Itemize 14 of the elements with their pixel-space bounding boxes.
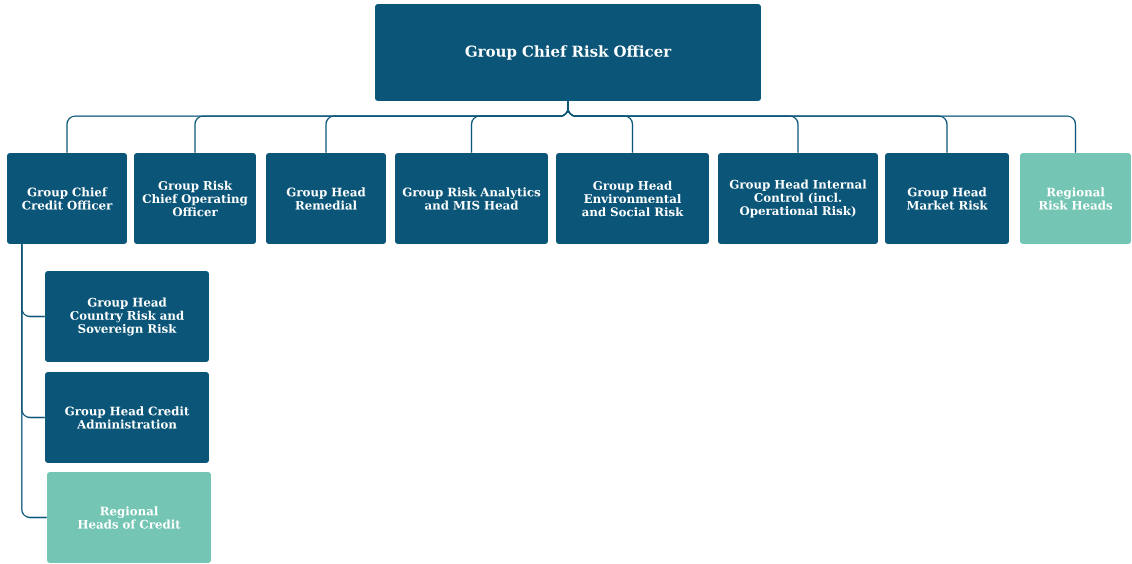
connector-line: [567, 100, 1077, 154]
role-box: Group Head Country Risk and Sovereign Risk: [45, 271, 209, 362]
role-box: Group Head Environmental and Social Risk: [556, 153, 709, 244]
role-box: Regional Risk Heads: [1020, 153, 1131, 244]
connector-line: [21, 243, 48, 519]
role-box: Group Chief Credit Officer: [7, 153, 127, 244]
head-box: Group Chief Risk Officer: [375, 4, 761, 101]
role-box: Group Risk Analytics and MIS Head: [395, 153, 548, 244]
role-box: Group Head Internal Control (incl. Operational Risk): [718, 153, 878, 244]
role-box: Group Head Remedial: [266, 153, 386, 244]
role-box: Regional Heads of Credit: [47, 472, 211, 563]
role-box: Group Head Market Risk: [885, 153, 1009, 244]
role-box: Group Head Credit Administration: [45, 372, 209, 463]
role-box: Group Risk Chief Operating Officer: [134, 153, 256, 244]
